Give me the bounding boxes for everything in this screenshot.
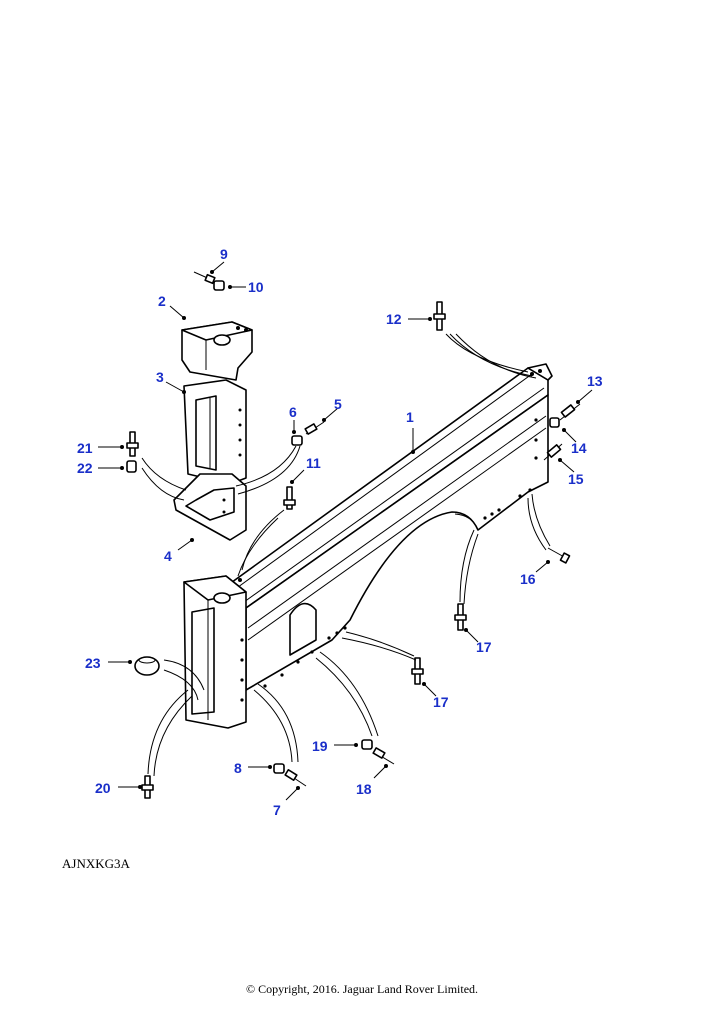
- callout-17a: 17: [476, 639, 492, 655]
- callout-18: 18: [356, 781, 372, 797]
- callout-6: 6: [289, 404, 297, 420]
- callout-1: 1: [406, 409, 414, 425]
- callout-17b: 17: [433, 694, 449, 710]
- callout-23: 23: [85, 655, 101, 671]
- callout-11: 11: [306, 455, 321, 471]
- fixing-path-lines: [141, 333, 551, 777]
- callout-9: 9: [220, 246, 228, 262]
- callout-20: 20: [95, 780, 111, 796]
- callout-4: 4: [164, 548, 172, 564]
- top-cap-bracket: [181, 321, 253, 381]
- callout-19: 19: [312, 738, 328, 754]
- callout-7: 7: [273, 802, 281, 818]
- fastener-glyphs: [126, 271, 581, 799]
- callout-13: 13: [587, 373, 603, 389]
- callout-leaders: [98, 261, 593, 801]
- base-bracket: [173, 473, 247, 541]
- callout-22: 22: [77, 460, 93, 476]
- callout-15: 15: [568, 471, 584, 487]
- callout-5: 5: [334, 396, 342, 412]
- channel-post: [183, 379, 247, 485]
- figure-reference-code: AJNXKG3A: [62, 856, 130, 871]
- side-panel-body: [227, 363, 553, 691]
- callout-3: 3: [156, 369, 164, 385]
- callout-8: 8: [234, 760, 242, 776]
- callout-10: 10: [248, 279, 264, 295]
- front-corner-post: [183, 575, 247, 729]
- callout-14: 14: [571, 440, 587, 456]
- copyright-notice: © Copyright, 2016. Jaguar Land Rover Lim…: [245, 982, 479, 996]
- callout-21: 21: [77, 440, 93, 456]
- callout-12: 12: [386, 311, 402, 327]
- callout-16: 16: [520, 571, 536, 587]
- callout-labels: 1 2 3 4 5 6 7 8 9 10 11 12 13 14 15 16 1…: [77, 246, 603, 818]
- callout-2: 2: [158, 293, 166, 309]
